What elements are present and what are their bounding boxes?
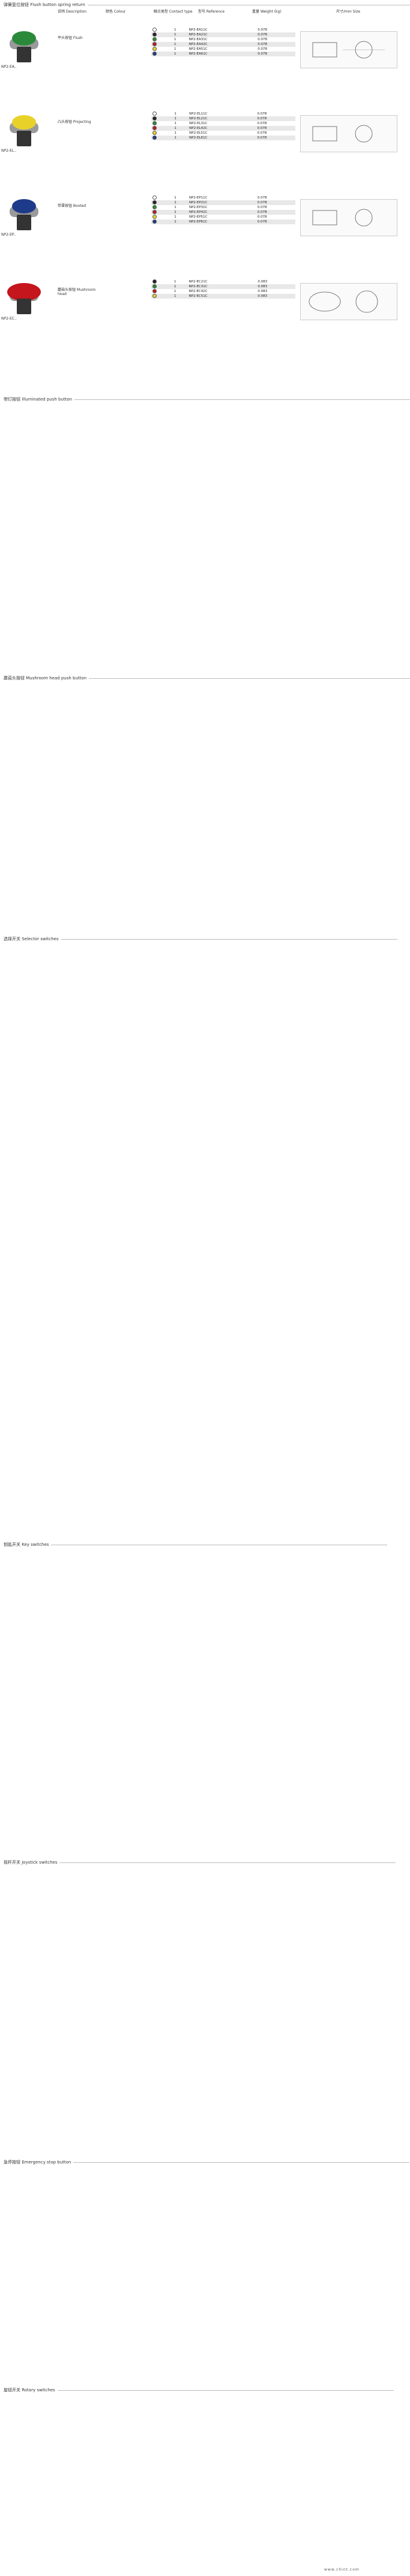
- product-caption: NP2-EL..: [1, 149, 17, 153]
- header-weight: 重量 Weight (kg): [252, 10, 282, 14]
- section-flush-buttons: 弹簧复位按钮 Flush button spring return: [4, 1, 410, 8]
- section-key: 钥匙开关 Key switches: [4, 1541, 406, 1548]
- header-ref: 型号 Reference: [198, 10, 225, 14]
- header-contact: 触点类型 Contact type: [154, 10, 193, 14]
- section-illuminated: 带灯按钮 Illuminated push button: [4, 396, 410, 403]
- section-title: 带灯按钮 Illuminated push button: [4, 396, 410, 403]
- header-colour: 颜色 Colour: [106, 10, 126, 14]
- section-selector: 选择开关 Selector switches: [4, 935, 406, 943]
- dimension-drawing: [300, 115, 397, 152]
- dimension-drawing: [300, 199, 397, 236]
- product-label: 凸头按钮 Projecting: [58, 120, 91, 124]
- section-title: 钥匙开关 Key switches: [4, 1541, 406, 1548]
- product-image: NP2-EA..: [1, 30, 52, 69]
- product-label: 带罩按钮 Booted: [58, 204, 86, 208]
- section-mushroom: 蘑菇头按钮 Mushroom head push button: [4, 675, 410, 682]
- product-image: NP2-EC..: [1, 282, 52, 321]
- product-label: 平头按钮 Flush: [58, 36, 83, 40]
- section-title: 急停按钮 Emergency stop button: [4, 2159, 410, 2166]
- product-caption: NP2-EP..: [1, 233, 16, 237]
- header-desc: 说明 Description: [58, 10, 87, 14]
- dimension-drawing: [300, 283, 397, 320]
- product-caption: NP2-EA..: [1, 65, 17, 69]
- product-image: NP2-EP..: [1, 198, 52, 237]
- section-rotary: 旋钮开关 Rotary switches: [4, 2387, 406, 2394]
- section-title: 蘑菇头按钮 Mushroom head push button: [4, 675, 410, 682]
- section-title: 旋钮开关 Rotary switches: [4, 2387, 406, 2394]
- dimension-drawing: [300, 31, 397, 68]
- header-size: 尺寸/mm Size: [336, 10, 360, 14]
- section-title: 摇杆开关 Joystick switches: [4, 1859, 406, 1866]
- section-title: 选择开关 Selector switches: [4, 935, 406, 943]
- product-caption: NP2-EC..: [1, 317, 17, 321]
- product-image: NP2-EL..: [1, 114, 52, 153]
- product-label: 蘑菇头按钮 Mushroom head: [58, 288, 96, 296]
- footer-brand: www.chint.com: [324, 2568, 360, 2572]
- section-joystick: 摇杆开关 Joystick switches: [4, 1859, 406, 1866]
- section-emergency: 急停按钮 Emergency stop button: [4, 2159, 410, 2166]
- section-title: 弹簧复位按钮 Flush button spring return: [4, 1, 410, 8]
